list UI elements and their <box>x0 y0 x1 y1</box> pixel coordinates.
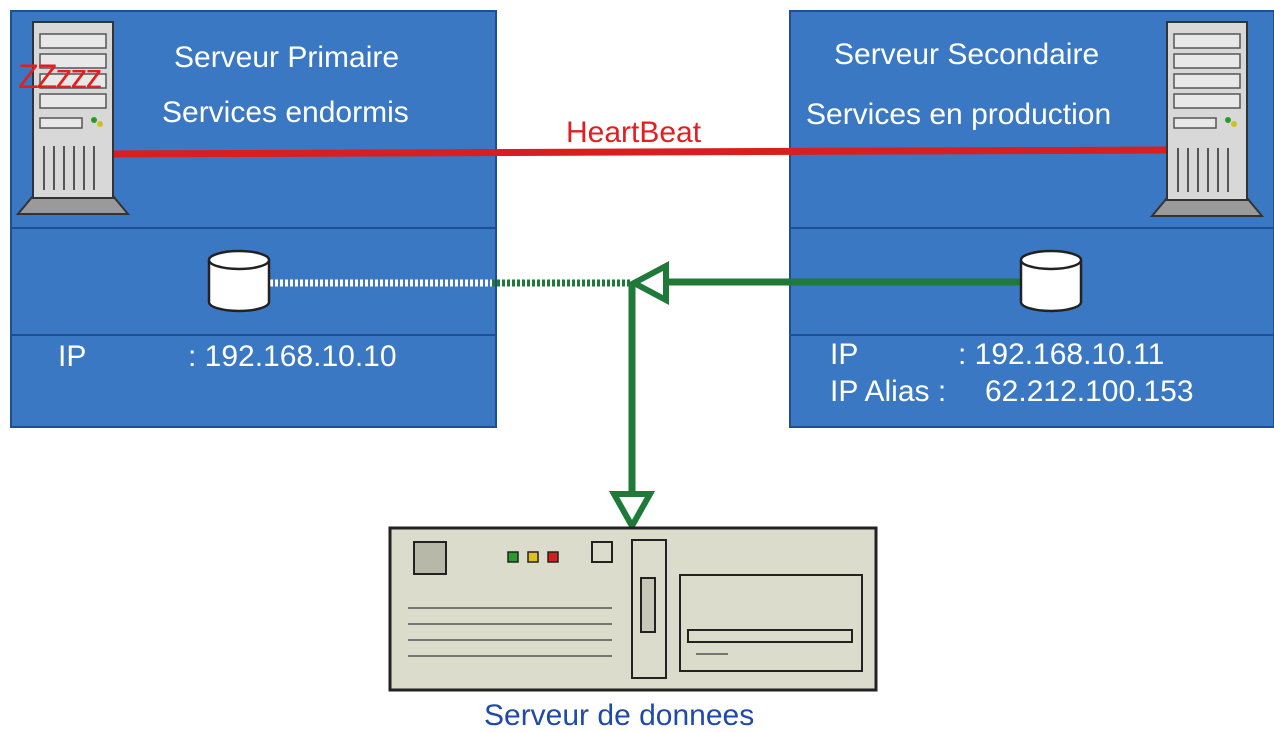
link-arrowhead-down <box>608 491 656 533</box>
sleep-indicator: ZZzzz <box>18 58 103 96</box>
primary-ip-label: IP <box>58 340 87 373</box>
link-arrowhead-left <box>627 261 669 305</box>
data-server-caption: Serveur de donnees <box>484 699 755 732</box>
secondary-disk-icon <box>1019 249 1083 313</box>
secondary-server-status: Services en production <box>806 98 1112 131</box>
primary-divider-top <box>12 227 495 229</box>
primary-disk-icon <box>207 249 271 313</box>
secondary-ip-value: : 192.168.10.11 <box>958 338 1165 371</box>
primary-server-status: Services endormis <box>162 96 409 129</box>
primary-tower-icon <box>15 21 131 215</box>
secondary-server-title: Serveur Secondaire <box>834 38 1100 71</box>
primary-ip-value: : 192.168.10.10 <box>188 340 397 373</box>
secondary-alias-value: 62.212.100.153 <box>985 375 1194 408</box>
heartbeat-label: HeartBeat <box>566 116 702 149</box>
secondary-divider-bottom <box>791 334 1273 336</box>
secondary-divider-top <box>791 227 1273 229</box>
primary-server-title: Serveur Primaire <box>174 41 400 74</box>
primary-divider-bottom <box>12 334 495 336</box>
secondary-tower-icon <box>1149 21 1265 217</box>
data-server-icon <box>388 526 878 692</box>
secondary-ip-label: IP <box>830 338 859 371</box>
heartbeat-line <box>109 146 1169 158</box>
secondary-alias-label: IP Alias : <box>830 375 947 408</box>
